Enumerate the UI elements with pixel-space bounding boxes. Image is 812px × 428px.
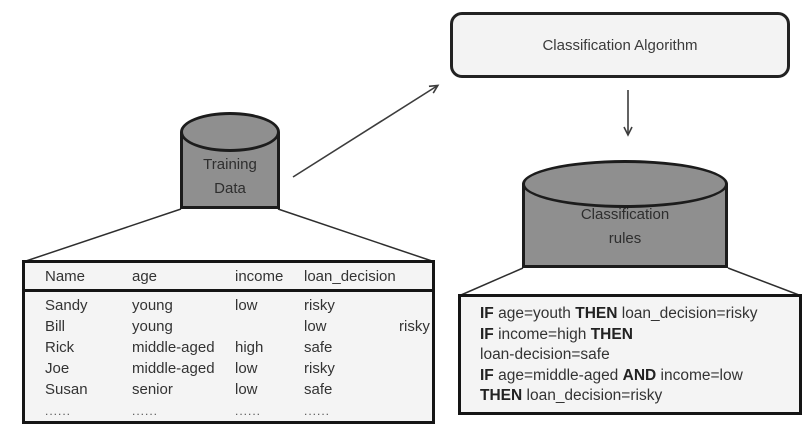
table-row: Susan senior low safe xyxy=(25,379,432,400)
cylinder-top-ellipse xyxy=(180,112,280,152)
table-header-loan-decision: loan_decision xyxy=(304,267,396,285)
table-row: Bill young low risky xyxy=(25,316,432,337)
classification-rules-label-line1: Classification xyxy=(580,206,670,223)
table-row: Rick middle-aged high safe xyxy=(25,337,432,358)
rule-keyword: THEN xyxy=(480,387,523,404)
classification-rules-label-line2: rules xyxy=(608,230,642,247)
rule-keyword: THEN xyxy=(590,325,633,343)
rule-keyword: AND xyxy=(622,366,657,384)
rule-keyword: THEN xyxy=(575,305,618,322)
training-data-label-line1: Training xyxy=(203,156,257,173)
funnel-line-rules-left xyxy=(460,267,524,296)
funnel-line-rules-right xyxy=(727,267,800,296)
training-data-label-line2: Data xyxy=(214,180,246,197)
rule-text: income=high xyxy=(493,325,591,343)
table-cell: Sandy xyxy=(45,297,88,314)
table-cell: high xyxy=(235,339,264,356)
rule-keyword: IF xyxy=(480,325,494,343)
cylinder-top-ellipse xyxy=(522,160,728,208)
table-cell: risky xyxy=(304,297,335,314)
funnel-line-table-left xyxy=(25,208,182,262)
rule-line: IF age=youth THEN loan_decision=risky xyxy=(480,304,795,325)
table-cell: ...... xyxy=(132,403,159,418)
table-cell: low xyxy=(235,297,258,314)
rule-line: IF income=high THEN xyxy=(480,325,795,346)
table-cell: ...... xyxy=(45,403,72,418)
table-cell: ...... xyxy=(304,403,331,418)
table-cell: Susan xyxy=(45,381,88,398)
rule-line: IF age=middle-aged AND income=low xyxy=(480,366,795,387)
classification-rules-label: Classification rules xyxy=(522,203,728,251)
table-cell: risky xyxy=(304,360,335,377)
rule-keyword: IF xyxy=(480,305,494,322)
arrow-training-to-algorithm xyxy=(292,84,440,178)
rule-text: age=youth xyxy=(493,305,576,322)
table-cell: Bill xyxy=(45,318,66,335)
rule-text: loan_decision=risky xyxy=(522,387,663,404)
rule-line: THEN loan_decision=risky xyxy=(480,386,795,407)
table-header-income: income xyxy=(235,267,284,285)
table-row: Sandy young low risky xyxy=(25,295,432,316)
table-cell: young xyxy=(132,297,173,314)
training-data-table: Name age income loan_decision Sandy young… xyxy=(22,260,435,424)
table-cell: low xyxy=(235,381,258,398)
table-cell: young xyxy=(132,318,173,335)
table-cell: Joe xyxy=(45,360,70,377)
table-cell: risky xyxy=(399,318,430,335)
table-header-row: Name age income loan_decision xyxy=(25,263,432,292)
table-cell: low xyxy=(235,360,258,377)
classification-algorithm-label: Classification Algorithm xyxy=(542,36,698,54)
training-data-label: Training Data xyxy=(180,153,280,201)
table-row: ........................ xyxy=(25,400,432,421)
table-cell: middle-aged xyxy=(132,339,215,356)
rule-text: loan_decision=risky xyxy=(617,305,758,322)
rule-line: loan-decision=safe xyxy=(480,345,795,366)
classification-algorithm-box: Classification Algorithm xyxy=(450,12,790,78)
rule-text: age=middle-aged xyxy=(493,366,623,384)
table-row: Joe middle-aged low risky xyxy=(25,358,432,379)
table-cell: Rick xyxy=(45,339,75,356)
table-header-name: Name xyxy=(45,267,86,285)
table-cell: ...... xyxy=(235,403,262,418)
table-cell: low xyxy=(304,318,327,335)
table-cell: middle-aged xyxy=(132,360,215,377)
rule-text: income=low xyxy=(656,366,743,384)
table-header-age: age xyxy=(132,267,158,285)
table-cell: safe xyxy=(304,339,333,356)
table-cell: senior xyxy=(132,381,173,398)
rule-keyword: IF xyxy=(480,366,494,384)
rule-text: loan-decision=safe xyxy=(480,346,610,363)
funnel-line-table-right xyxy=(277,208,433,262)
table-cell: safe xyxy=(304,381,333,398)
